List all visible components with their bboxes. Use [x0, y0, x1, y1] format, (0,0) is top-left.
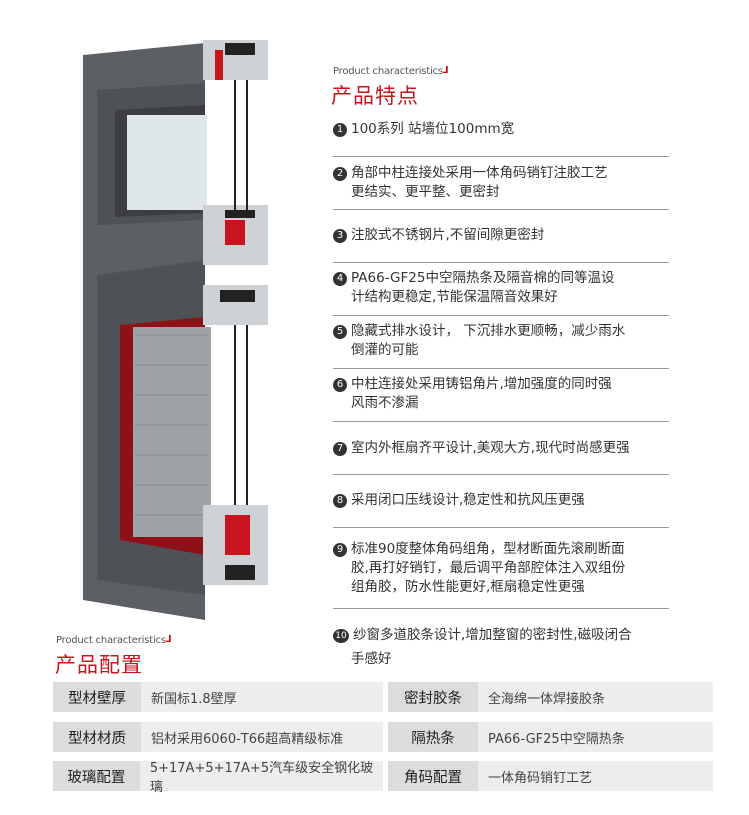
number-badge: 10: [333, 629, 349, 643]
config-value: 全海绵一体焊接胶条: [488, 691, 606, 707]
config-label: 玻璃配置: [53, 761, 140, 791]
feature-item: 2 角部中柱连接处采用一体角码销钉注胶工艺更结实、更平整、更密封: [333, 164, 669, 202]
feature-text: 角部中柱连接处采用一体角码销钉注胶工艺: [351, 165, 608, 181]
feature-item: 1 100系列 站墙位100mm宽: [333, 120, 669, 139]
feature-text: 倒灌的可能: [351, 342, 419, 358]
config-row: 型材材质铝材采用6060-T66超高精级标准: [53, 722, 383, 752]
config-value: PA66-GF25中空隔热条: [488, 731, 625, 747]
feature-text: 组角胶，防水性能更好,框扇稳定性更强: [351, 579, 585, 595]
number-badge: 8: [333, 494, 347, 508]
config-row: 密封胶条全海绵一体焊接胶条: [388, 682, 713, 712]
config-value: 一体角码销钉工艺: [488, 770, 593, 786]
feature-text: 手感好: [351, 651, 392, 667]
feature-item: 4 PA66-GF25中空隔热条及隔音棉的同等温设计结构更稳定,节能保温隔音效果好: [333, 269, 669, 307]
config-label: 角码配置: [388, 761, 478, 791]
number-badge: 6: [333, 378, 347, 392]
feature-item: 8 采用闭口压线设计,稳定性和抗风压更强: [333, 491, 669, 510]
feature-text: 隐藏式排水设计， 下沉排水更顺畅，减少雨水: [351, 323, 626, 339]
feature-text: 室内外框扇齐平设计,美观大方,现代时尚感更强: [351, 440, 630, 456]
config-label: 型材材质: [53, 722, 141, 752]
feature-item: 7 室内外框扇齐平设计,美观大方,现代时尚感更强: [333, 439, 669, 458]
divider: [333, 474, 669, 475]
feature-text: 注胶式不锈钢片,不留间隙更密封: [351, 227, 545, 243]
feature-text: 计结构更稳定,节能保温隔音效果好: [351, 289, 558, 305]
feature-text: 中柱连接处采用铸铝角片,增加强度的同时强: [351, 376, 612, 392]
feature-text: PA66-GF25中空隔热条及隔音棉的同等温设: [351, 270, 615, 286]
divider: [333, 368, 669, 369]
config-label: 密封胶条: [388, 682, 478, 712]
feature-text: 胶,再打好销钉，最后调平角部腔体注入双组份: [351, 560, 626, 576]
divider: [333, 608, 669, 609]
config-label: 型材壁厚: [53, 682, 141, 712]
feature-item: 10 纱窗多道胶条设计,增加整窗的密封性,磁吸闭合手感好: [333, 623, 669, 671]
divider: [333, 527, 669, 528]
feature-item: 6 中柱连接处采用铸铝角片,增加强度的同时强风雨不渗漏: [333, 375, 669, 413]
config-value: 新国标1.8壁厚: [151, 691, 237, 707]
feature-text: 风雨不渗漏: [351, 395, 419, 411]
config-title: 产品配置: [55, 653, 143, 677]
feature-text: 纱窗多道胶条设计,增加整窗的密封性,磁吸闭合: [353, 627, 632, 643]
divider: [333, 421, 669, 422]
feature-text: 采用闭口压线设计,稳定性和抗风压更强: [351, 492, 585, 508]
number-badge: 2: [333, 167, 347, 181]
feature-item: 9 标准90度整体角码组角，型材断面先滚刷断面胶,再打好销钉，最后调平角部腔体注入…: [333, 540, 669, 597]
number-badge: 1: [333, 123, 347, 137]
divider: [333, 209, 669, 210]
config-subtitle: Product characteristicsᒧ: [56, 635, 172, 646]
feature-item: 3 注胶式不锈钢片,不留间隙更密封: [333, 226, 669, 245]
feature-text: 更结实、更平整、更密封: [351, 184, 500, 200]
config-row: 隔热条 PA66-GF25中空隔热条: [388, 722, 713, 752]
number-badge: 5: [333, 325, 347, 339]
features-title: 产品特点: [331, 84, 419, 108]
config-row: 玻璃配置 5+17A+5+17A+5汽车级安全钢化玻璃: [53, 761, 383, 795]
feature-text: 标准90度整体角码组角，型材断面先滚刷断面: [351, 541, 625, 557]
config-row: 型材壁厚新国标1.8壁厚: [53, 682, 383, 712]
config-row: 角码配置一体角码销钉工艺: [388, 761, 713, 791]
feature-item: 5 隐藏式排水设计， 下沉排水更顺畅，减少雨水倒灌的可能: [333, 322, 669, 360]
features-subtitle: Product characteristicsᒧ: [333, 66, 449, 77]
number-badge: 3: [333, 229, 347, 243]
number-badge: 7: [333, 442, 347, 456]
divider: [333, 262, 669, 263]
feature-text: 100系列 站墙位100mm宽: [351, 121, 515, 137]
divider: [333, 156, 669, 157]
config-value: 5+17A+5+17A+5汽车级安全钢化玻璃: [149, 761, 374, 795]
config-label: 隔热条: [388, 722, 478, 752]
number-badge: 4: [333, 272, 347, 286]
number-badge: 9: [333, 543, 347, 557]
config-value: 铝材采用6060-T66超高精级标准: [151, 731, 344, 747]
window-profile-image: [83, 40, 268, 620]
divider: [333, 315, 669, 316]
